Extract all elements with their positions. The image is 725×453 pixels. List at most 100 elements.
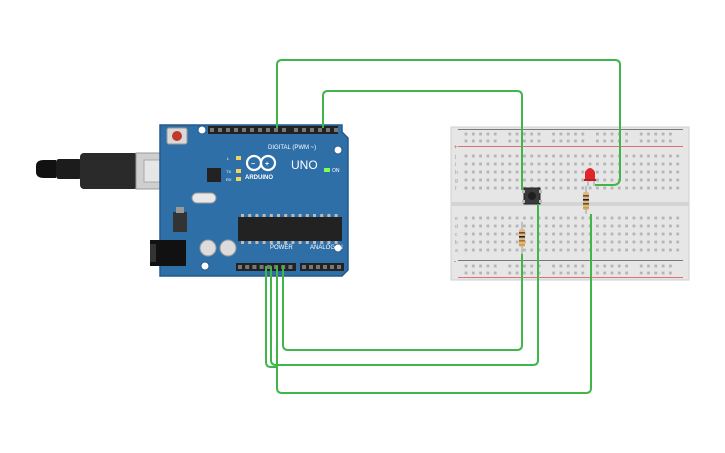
analog-pin[interactable]	[323, 265, 327, 269]
breadboard-hole[interactable]	[544, 240, 548, 244]
breadboard-hole[interactable]	[676, 186, 680, 190]
breadboard-hole[interactable]	[581, 139, 585, 143]
analog-pin[interactable]	[330, 265, 334, 269]
breadboard-hole[interactable]	[617, 264, 621, 268]
breadboard-hole[interactable]	[471, 264, 475, 268]
breadboard-hole[interactable]	[508, 248, 512, 252]
breadboard-hole[interactable]	[661, 162, 665, 166]
breadboard-hole[interactable]	[508, 271, 512, 275]
digital-pin[interactable]	[302, 128, 306, 132]
breadboard-hole[interactable]	[610, 271, 614, 275]
breadboard-hole[interactable]	[530, 170, 534, 174]
breadboard-hole[interactable]	[647, 139, 650, 143]
breadboard-hole[interactable]	[530, 162, 534, 166]
wires[interactable]	[265, 59, 621, 394]
breadboard-hole[interactable]	[523, 162, 526, 166]
breadboard-hole[interactable]	[661, 132, 665, 136]
breadboard-hole[interactable]	[530, 178, 534, 182]
breadboard-hole[interactable]	[559, 162, 563, 166]
breadboard-hole[interactable]	[530, 264, 534, 268]
breadboard-hole[interactable]	[515, 240, 519, 244]
breadboard-hole[interactable]	[661, 139, 665, 143]
breadboard-hole[interactable]	[617, 216, 621, 220]
breadboard-hole[interactable]	[574, 240, 577, 244]
breadboard-hole[interactable]	[479, 232, 482, 236]
breadboard-hole[interactable]	[574, 139, 577, 143]
breadboard-hole[interactable]	[625, 224, 628, 228]
breadboard-hole[interactable]	[559, 224, 563, 228]
analog-pin[interactable]	[302, 265, 306, 269]
breadboard-hole[interactable]	[647, 271, 650, 275]
breadboard-hole[interactable]	[530, 216, 534, 220]
breadboard-hole[interactable]	[464, 170, 468, 174]
breadboard-hole[interactable]	[669, 154, 672, 158]
breadboard-hole[interactable]	[596, 216, 599, 220]
breadboard-hole[interactable]	[574, 178, 577, 182]
breadboard-hole[interactable]	[530, 248, 534, 252]
breadboard-hole[interactable]	[544, 224, 548, 228]
breadboard-hole[interactable]	[493, 170, 497, 174]
breadboard-hole[interactable]	[632, 186, 636, 190]
wire-pin2-to-button[interactable]	[322, 90, 523, 190]
breadboard-hole[interactable]	[559, 232, 563, 236]
breadboard-hole[interactable]	[639, 178, 643, 182]
breadboard-hole[interactable]	[654, 240, 658, 244]
breadboard-hole[interactable]	[632, 232, 636, 236]
breadboard-hole[interactable]	[603, 248, 607, 252]
breadboard-hole[interactable]	[530, 139, 534, 143]
breadboard-hole[interactable]	[566, 224, 570, 228]
breadboard-hole[interactable]	[661, 170, 665, 174]
breadboard-hole[interactable]	[486, 248, 490, 252]
breadboard-hole[interactable]	[676, 248, 680, 252]
breadboard-hole[interactable]	[493, 232, 497, 236]
breadboard-hole[interactable]	[552, 154, 555, 158]
breadboard-hole[interactable]	[508, 178, 512, 182]
digital-pin[interactable]	[334, 128, 338, 132]
breadboard-hole[interactable]	[639, 170, 643, 174]
breadboard-hole[interactable]	[486, 170, 490, 174]
breadboard-hole[interactable]	[544, 186, 548, 190]
breadboard-hole[interactable]	[617, 240, 621, 244]
digital-pin[interactable]	[226, 128, 230, 132]
breadboard-hole[interactable]	[523, 248, 526, 252]
breadboard-hole[interactable]	[574, 170, 577, 174]
breadboard-hole[interactable]	[523, 178, 526, 182]
breadboard-hole[interactable]	[515, 139, 519, 143]
breadboard-hole[interactable]	[552, 186, 555, 190]
breadboard-hole[interactable]	[596, 271, 599, 275]
breadboard-hole[interactable]	[559, 170, 563, 174]
breadboard-hole[interactable]	[574, 264, 577, 268]
breadboard-hole[interactable]	[508, 240, 512, 244]
digital-pin[interactable]	[266, 128, 270, 132]
breadboard-hole[interactable]	[479, 170, 482, 174]
breadboard-hole[interactable]	[610, 224, 614, 228]
breadboard-hole[interactable]	[676, 162, 680, 166]
breadboard-hole[interactable]	[661, 216, 665, 220]
wire-5v-to-button[interactable]	[282, 254, 523, 351]
breadboard-hole[interactable]	[493, 154, 497, 158]
breadboard-hole[interactable]	[632, 170, 636, 174]
breadboard-hole[interactable]	[596, 162, 599, 166]
breadboard-hole[interactable]	[639, 232, 643, 236]
breadboard-hole[interactable]	[501, 170, 504, 174]
breadboard-hole[interactable]	[559, 186, 563, 190]
breadboard-hole[interactable]	[508, 216, 512, 220]
breadboard-hole[interactable]	[669, 186, 672, 190]
breadboard-hole[interactable]	[537, 154, 541, 158]
breadboard-hole[interactable]	[501, 240, 504, 244]
breadboard-hole[interactable]	[596, 139, 599, 143]
breadboard-hole[interactable]	[493, 240, 497, 244]
breadboard-hole[interactable]	[610, 132, 614, 136]
breadboard-hole[interactable]	[471, 170, 475, 174]
breadboard-hole[interactable]	[566, 264, 570, 268]
breadboard-hole[interactable]	[676, 232, 680, 236]
breadboard-hole[interactable]	[669, 216, 672, 220]
breadboard-hole[interactable]	[471, 186, 475, 190]
wire-gnd-to-button-resistor[interactable]	[270, 204, 539, 366]
breadboard-hole[interactable]	[676, 154, 680, 158]
breadboard-hole[interactable]	[639, 162, 643, 166]
breadboard-hole[interactable]	[581, 170, 585, 174]
power-pin[interactable]	[238, 265, 242, 269]
digital-pin[interactable]	[210, 128, 214, 132]
breadboard-hole[interactable]	[661, 178, 665, 182]
